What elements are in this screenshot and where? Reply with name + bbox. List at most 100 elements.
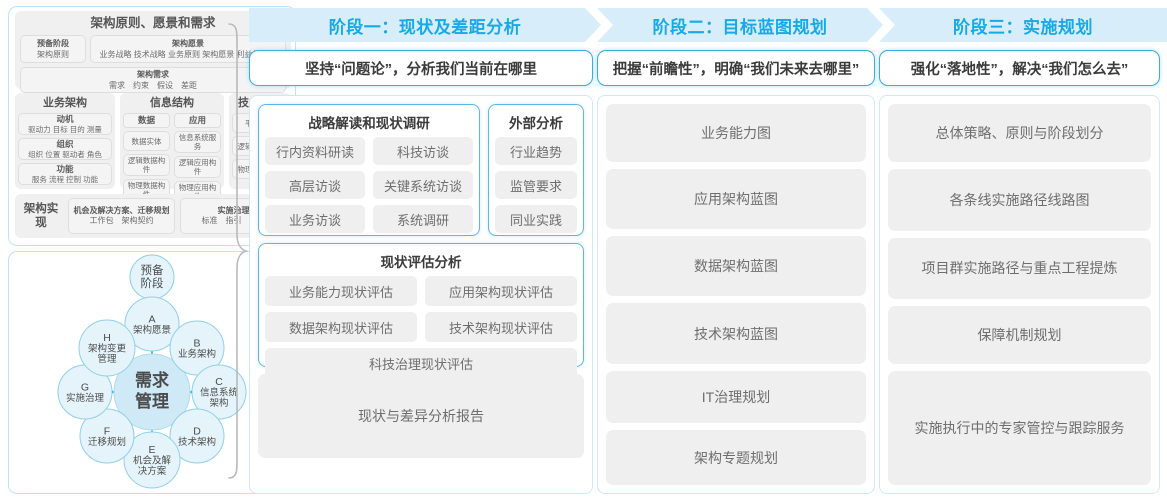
adm-node-label: 决方案 (138, 465, 167, 477)
brace-connector (228, 23, 248, 479)
adm-node-key: A (148, 313, 155, 325)
vitem-program-roadmap[interactable]: 项目群实施路径与重点工程提炼 (888, 237, 1151, 299)
cell-title: 架构需求 (137, 70, 169, 79)
chip-regulatory-requirement[interactable]: 监管要求 (495, 171, 577, 199)
chip-key-system-interview[interactable]: 关键系统访谈 (373, 171, 473, 199)
subcolumn-head: 应用 (174, 113, 221, 128)
adm-node-label: 机会及解 (133, 455, 172, 467)
adm-node-h[interactable] (78, 319, 136, 377)
chip-system-survey[interactable]: 系统调研 (373, 205, 473, 233)
card-title: 现状评估分析 (380, 255, 462, 270)
chip-industry-trend[interactable]: 行业趋势 (495, 137, 577, 165)
adm-node-key: E (148, 444, 155, 456)
architecture-realization-group: 架构实现 机会及解决方案、迁移规划 工作包 架构契约 实施治理 标准 指引 规格 (15, 194, 291, 238)
group-title: 架构原则、愿景和需求 (90, 16, 216, 30)
vitem-data-arch-blueprint[interactable]: 数据架构蓝图 (606, 236, 866, 297)
phase-subtitle-3: 强化“落地性”，解决“我们怎么去” (879, 50, 1160, 86)
data-subcolumn: 数据 数据实体 逻辑数据构件 物理数据构件 (123, 113, 170, 206)
adm-node-c[interactable] (191, 364, 247, 420)
chip-internal-doc-study[interactable]: 行内资料研读 (265, 137, 365, 165)
adm-node-e[interactable] (123, 431, 181, 489)
cell-data-entity: 数据实体 (123, 131, 170, 151)
vitem-business-capability-map[interactable]: 业务能力图 (606, 104, 866, 162)
cell-architecture-requirements: 架构需求 需求 约束 假设 差距 (20, 67, 286, 93)
vitem-line-roadmap[interactable]: 各条线实施路径线路图 (888, 169, 1151, 231)
vitem-technology-arch-blueprint[interactable]: 技术架构蓝图 (606, 303, 866, 364)
cell-organization: 组织 组织 位置 驱动者 角色 (18, 138, 112, 160)
adm-node-label: 实施治理 (66, 392, 105, 404)
svg-text:管理: 管理 (135, 391, 169, 411)
adm-node-label: 业务架构 (178, 348, 216, 360)
card-current-state-assessment: 现状评估分析 业务能力现状评估 应用架构现状评估 数据架构现状评估 技术架构现状… (258, 243, 584, 378)
cell-prelim: 预备阶段 架构原则 (20, 35, 86, 63)
adm-node-label: 架构变更 (88, 343, 127, 355)
cell-items: 服务 流程 控制 功能 (31, 175, 99, 184)
adm-node-label: 架构 (209, 397, 228, 409)
chip-it-governance-assessment[interactable]: 科技治理现状评估 (265, 348, 577, 378)
cell-information-system-service: 信息系统服务 (174, 131, 221, 153)
adm-node-d[interactable] (169, 408, 225, 464)
adm-node-label: 架构愿景 (133, 324, 171, 336)
phase-subtitle-label: 坚持“问题论”，分析我们当前在哪里 (305, 61, 537, 78)
group-title: 架构实现 (23, 203, 59, 229)
banner-shape (249, 8, 601, 42)
subcolumn-head: 数据 (123, 113, 170, 128)
svg-text:预备: 预备 (141, 263, 164, 277)
adm-node-b[interactable] (169, 320, 225, 376)
phase-banner-2: 阶段二：目标蓝图规划 (597, 8, 883, 42)
phase-banner-label: 阶段一：现状及差距分析 (328, 17, 522, 37)
adm-node-label: 管理 (97, 353, 117, 365)
cell-items: 标准 指引 规格 (201, 216, 266, 225)
vitem-assurance-mechanism[interactable]: 保障机制规划 (888, 305, 1151, 365)
card-strategy-research: 战略解读和现状调研 行内资料研读 科技访谈 高层访谈 关键系统访谈 业务访谈 系… (258, 104, 480, 236)
chip-technology-arch-assessment[interactable]: 技术架构现状评估 (425, 312, 577, 342)
phase-banner-label: 阶段二：目标蓝图规划 (652, 17, 828, 37)
information-structure-group: 信息结构 数据 数据实体 逻辑数据构件 物理数据构件 应用 信息系统服务 逻辑应… (120, 93, 224, 203)
chip-data-arch-assessment[interactable]: 数据架构现状评估 (265, 312, 417, 342)
cell-motivation: 动机 驱动力 目标 目的 测量 (18, 113, 112, 135)
business-architecture-group: 业务架构 动机 驱动力 目标 目的 测量 组织 组织 位置 驱动者 角色 功能 … (15, 93, 115, 189)
phase-banner-3: 阶段三：实施规划 (879, 8, 1167, 42)
cell-title: 机会及解决方案、迁移规划 (73, 205, 170, 215)
phase-subtitle-label: 把握“前瞻性”，明确“我们未来去哪里” (612, 61, 860, 78)
vitem-it-governance-plan[interactable]: IT治理规划 (606, 370, 866, 424)
chip-peer-practice[interactable]: 同业实践 (495, 205, 577, 233)
adm-node-key: F (104, 425, 110, 437)
vitem-overall-strategy[interactable]: 总体策略、原则与阶段划分 (888, 104, 1151, 163)
phase-panel-2: 业务能力图 应用架构蓝图 数据架构蓝图 技术架构蓝图 IT治理规划 架构专题规划 (597, 95, 875, 494)
cell-title: 动机 (56, 114, 74, 124)
adm-node-key: H (103, 332, 111, 344)
adm-node-key: G (81, 381, 89, 393)
chip-exec-interview[interactable]: 高层访谈 (265, 171, 365, 199)
adm-node-a[interactable] (124, 296, 180, 352)
architecture-principles-group: 架构原则、愿景和需求 预备阶段 架构原则 架构愿景 业务战略 技术战略 业务原则… (15, 11, 291, 93)
vitem-architecture-topic-plan[interactable]: 架构专题规划 (606, 430, 866, 485)
adm-node-key: D (193, 425, 201, 437)
chip-tech-interview[interactable]: 科技访谈 (373, 137, 473, 165)
adm-node-label: 迁移规划 (88, 436, 126, 448)
card-title: 战略解读和现状调研 (308, 116, 430, 131)
cell-opportunities-migration: 机会及解决方案、迁移规划 工作包 架构契约 (68, 198, 175, 234)
cell-function: 功能 服务 流程 控制 功能 (18, 163, 112, 185)
phase-panel-3: 总体策略、原则与阶段划分 各条线实施路径线路图 项目群实施路径与重点工程提炼 保… (879, 95, 1160, 494)
adm-node-prelim (129, 254, 175, 300)
vitem-application-arch-blueprint[interactable]: 应用架构蓝图 (606, 168, 866, 230)
phase3-item-list: 总体策略、原则与阶段划分 各条线实施路径线路图 项目群实施路径与重点工程提炼 保… (888, 104, 1151, 485)
adm-node-label: 信息系统 (200, 387, 239, 399)
adm-node-f[interactable] (79, 408, 135, 464)
cell-title: 组织 (56, 139, 74, 149)
phase-banner-label: 阶段三：实施规划 (953, 17, 1093, 37)
chip-business-capability-assessment[interactable]: 业务能力现状评估 (265, 276, 417, 306)
cell-title: 功能 (56, 164, 74, 174)
chip-business-interview[interactable]: 业务访谈 (265, 205, 365, 233)
adm-node-key: B (193, 337, 200, 349)
cell-items: 工作包 架构契约 (89, 216, 154, 225)
phase-panel-1: 战略解读和现状调研 行内资料研读 科技访谈 高层访谈 关键系统访谈 业务访谈 系… (249, 95, 593, 494)
chip-application-arch-assessment[interactable]: 应用架构现状评估 (425, 276, 577, 306)
vitem-expert-tracking-service[interactable]: 实施执行中的专家管控与跟踪服务 (888, 371, 1151, 485)
phase-subtitle-1: 坚持“问题论”，分析我们当前在哪里 (249, 50, 593, 86)
phase1-report-box[interactable]: 现状与差异分析报告 (258, 374, 584, 458)
group-title: 业务架构 (43, 97, 87, 109)
